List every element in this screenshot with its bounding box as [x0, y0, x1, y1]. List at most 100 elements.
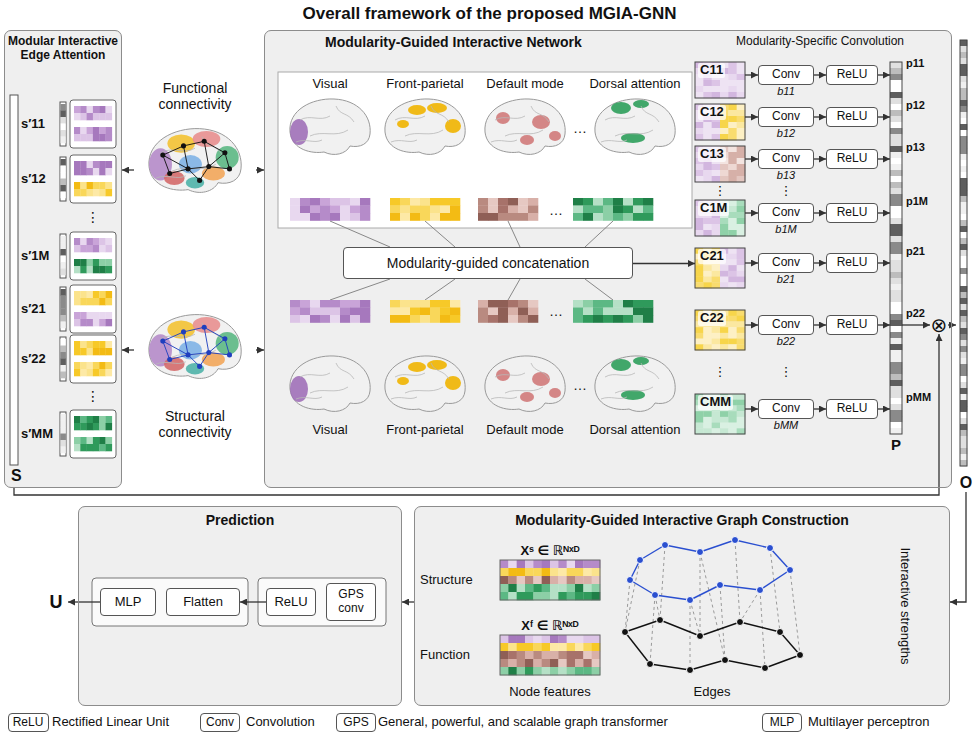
- connector: [68, 601, 100, 602]
- node-subtext: bMM: [759, 419, 813, 432]
- process-box: Flatten: [166, 588, 240, 616]
- ellipsis: …: [573, 377, 587, 393]
- connector: [878, 324, 890, 325]
- conv-box: ConvbMM: [758, 399, 814, 419]
- conv-box: Convb12: [758, 107, 814, 127]
- column-heading: Modularity-Specific Convolution: [736, 35, 904, 49]
- node-text: Conv: [772, 110, 800, 124]
- node-text: ⊗: [931, 316, 948, 334]
- network-panel: Modularity-Guided Interactive NetworkMod…: [264, 30, 952, 488]
- connector: [814, 324, 826, 325]
- node-text: GPS conv: [327, 588, 375, 616]
- node-text: MLP: [115, 595, 142, 610]
- caption-label: Node features: [509, 685, 591, 700]
- connector: [878, 212, 890, 213]
- prediction-panel: PredictionMLP Flatten ReLU GPS conv: [78, 506, 402, 706]
- vector-label: p22: [906, 307, 925, 320]
- graph-panel: Modularity-Guided Interactive Graph Cons…: [414, 506, 950, 706]
- node-text: Conv: [772, 206, 800, 220]
- output-vector: O: [956, 36, 976, 492]
- legend-key: GPS: [336, 713, 376, 732]
- node-text: GPS: [343, 716, 368, 730]
- relu-box: ReLU: [826, 65, 878, 85]
- matrix-label: C22: [698, 311, 726, 326]
- node-text: Flatten: [183, 595, 223, 610]
- matrix-label: C1M: [698, 201, 729, 216]
- legend-key: Conv: [200, 713, 240, 732]
- connector: [902, 324, 930, 325]
- ellipsis: …: [573, 120, 587, 136]
- node-subtext: S: [11, 467, 22, 485]
- multiply-symbol: ⊗: [930, 316, 948, 334]
- network-name: Visual: [312, 77, 347, 92]
- node-text: ReLU: [274, 595, 307, 610]
- ellipsis: ⋮: [86, 209, 100, 225]
- connector: [122, 349, 134, 350]
- connector: [745, 116, 758, 117]
- vector-label: p11: [906, 57, 924, 70]
- node-text: ReLU: [837, 110, 868, 124]
- vector-label: s′MM: [21, 427, 53, 442]
- matrix-box: C21: [695, 248, 745, 288]
- node-subtext: b22: [759, 335, 813, 348]
- conv-box: Convb22: [758, 315, 814, 335]
- relu-box: ReLU: [826, 149, 878, 169]
- row-label: Function: [420, 648, 470, 663]
- vector-label: p12: [906, 99, 925, 112]
- legend-text: General, powerful, and scalable graph tr…: [378, 715, 668, 730]
- connector: [122, 169, 134, 170]
- output-symbol: U: [44, 590, 68, 614]
- node-text: Conv: [206, 716, 234, 730]
- node-subtext: b12: [759, 127, 813, 140]
- process-box: GPS conv: [326, 583, 376, 621]
- vector-label: pMM: [906, 391, 931, 404]
- node-subtext: b21: [759, 273, 813, 286]
- panel-title: Modular Interactive Edge Attention: [7, 35, 119, 63]
- connector: [14, 334, 939, 495]
- connector: [256, 349, 264, 350]
- connector: [878, 74, 890, 75]
- matrix-label: C11: [698, 63, 725, 78]
- node-text: Conv: [772, 402, 800, 416]
- connector: [256, 169, 264, 170]
- matrix-box: C12: [695, 104, 745, 140]
- node-text: U: [50, 592, 63, 613]
- connector: [948, 324, 956, 325]
- matrix-label: Xᶠ ∈ ℝᴺˣᴰ: [521, 619, 578, 634]
- connector: [814, 408, 826, 409]
- connector: [814, 158, 826, 159]
- ellipsis: …: [549, 303, 563, 319]
- matrix-label: Xˢ ∈ ℝᴺˣᴰ: [520, 544, 579, 559]
- matrix-box: CMM: [695, 394, 745, 434]
- network-name: Default mode: [486, 77, 563, 92]
- vector-label: s′21: [21, 302, 46, 317]
- ellipsis: ⋮: [780, 184, 793, 199]
- node-text: ReLU: [837, 206, 868, 220]
- matrix-label: CMM: [698, 395, 733, 410]
- vector-label: p1M: [906, 195, 928, 208]
- node-text: ReLU: [837, 152, 868, 166]
- relu-box: ReLU: [826, 107, 878, 127]
- panel-title: Prediction: [79, 512, 401, 528]
- panel-title: Modularity-Guided Interactive Network: [325, 34, 582, 50]
- node-subtext: b11: [759, 85, 813, 98]
- node-text: Structural connectivity: [134, 408, 256, 440]
- network-name: Default mode: [486, 423, 563, 438]
- connector: [633, 263, 695, 264]
- process-box: ReLU: [266, 588, 316, 616]
- connector: [402, 601, 414, 602]
- node-text: ReLU: [837, 318, 868, 332]
- process-box: MLP: [100, 588, 156, 616]
- ellipsis: ⋮: [714, 365, 727, 380]
- vector-bar: P: [890, 62, 902, 434]
- connector: [878, 158, 890, 159]
- connector: [878, 116, 890, 117]
- vector-label: s′12: [21, 172, 46, 187]
- matrix-label: C12: [698, 105, 726, 120]
- node-subtext: b1M: [759, 223, 813, 236]
- ellipsis: ⋮: [86, 388, 100, 404]
- process-box: Modularity-guided concatenation: [343, 247, 633, 279]
- node-text: Conv: [772, 68, 800, 82]
- connector: [950, 492, 966, 602]
- network-name: Dorsal attention: [589, 77, 680, 92]
